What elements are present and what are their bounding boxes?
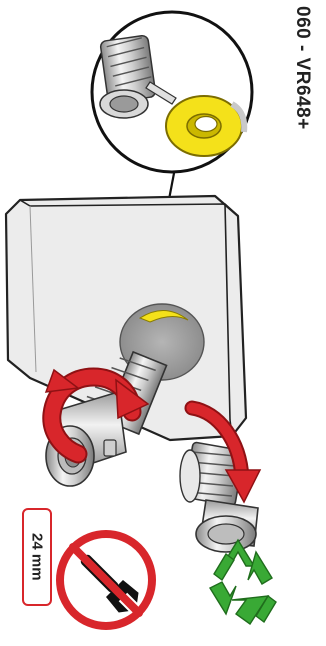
zoom-detail <box>92 12 252 172</box>
detail-seal-ring <box>166 96 244 156</box>
no-wrench-prohibition-icon <box>60 534 152 626</box>
wrench-size-badge: 24 mm <box>22 508 52 606</box>
recycle-icon <box>210 540 276 624</box>
wrench-size-text: 24 mm <box>29 533 46 581</box>
part-code-text: 060 - VR648+ <box>291 6 313 130</box>
part-code-label: 060 - VR648+ <box>282 6 322 226</box>
